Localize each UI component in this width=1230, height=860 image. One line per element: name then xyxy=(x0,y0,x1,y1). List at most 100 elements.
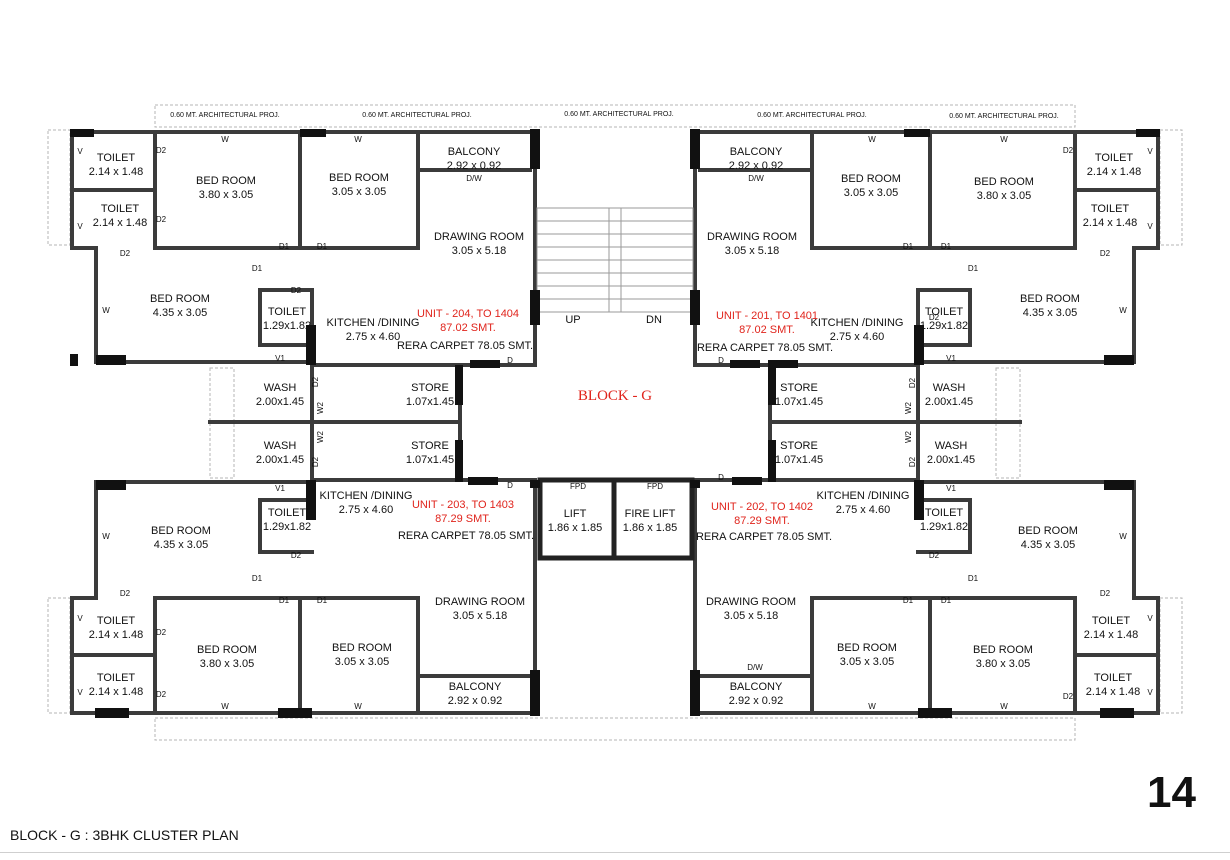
door-tag: D1 xyxy=(316,596,328,605)
unit-carpet: RERA CARPET 78.05 SMT. xyxy=(695,531,833,543)
projection-note: 0.60 MT. ARCHITECTURAL PROJ. xyxy=(362,112,472,119)
door-tag: V xyxy=(1147,222,1153,231)
staircase xyxy=(536,207,694,313)
projection-note: 0.60 MT. ARCHITECTURAL PROJ. xyxy=(949,113,1059,120)
projection-lines xyxy=(47,104,1183,741)
door-tag: W2 xyxy=(316,431,325,443)
door-tag: D2 xyxy=(290,551,302,560)
door-tag: D2 xyxy=(119,589,131,598)
door-tag: D2 xyxy=(1062,146,1074,155)
door-tag: W xyxy=(102,306,110,315)
columns xyxy=(70,129,1160,718)
unit-carpet: RERA CARPET 78.05 SMT. xyxy=(397,530,535,542)
door-tag: V xyxy=(77,688,83,697)
door-tag: D1 xyxy=(251,264,263,273)
projection-note: 0.60 MT. ARCHITECTURAL PROJ. xyxy=(564,111,674,118)
door-tag: W2 xyxy=(904,431,913,443)
projection-note: 0.60 MT. ARCHITECTURAL PROJ. xyxy=(170,112,280,119)
door-tag: D2 xyxy=(290,286,302,295)
block-name: BLOCK - G xyxy=(577,388,653,404)
fpd-tag: FPD xyxy=(570,482,586,491)
door-tag: W2 xyxy=(904,402,913,414)
door-tag: D2 xyxy=(311,456,320,468)
door-tag: V1 xyxy=(946,354,956,363)
door-tag: D xyxy=(718,356,724,365)
door-tag: W xyxy=(354,135,362,144)
stair-down-label: DN xyxy=(646,314,662,326)
door-tag: D/W xyxy=(748,174,764,183)
door-tag: D/W xyxy=(747,663,763,672)
projection-note: 0.60 MT. ARCHITECTURAL PROJ. xyxy=(757,112,867,119)
door-tag: W xyxy=(1000,702,1008,711)
door-tag: D1 xyxy=(967,264,979,273)
door-tag: D/W xyxy=(466,174,482,183)
door-tag: D2 xyxy=(1099,249,1111,258)
door-tag: D1 xyxy=(316,242,328,251)
door-tag: D1 xyxy=(278,242,290,251)
fpd-tag: FPD xyxy=(647,482,663,491)
door-tag: D xyxy=(718,473,724,482)
door-tag: D1 xyxy=(278,596,290,605)
door-tag: D1 xyxy=(902,596,914,605)
door-tag: D2 xyxy=(1062,692,1074,701)
door-tag: W xyxy=(221,135,229,144)
door-tag: W xyxy=(221,702,229,711)
door-tag: W xyxy=(102,532,110,541)
door-tag: D1 xyxy=(967,574,979,583)
door-tag: D2 xyxy=(1099,589,1111,598)
door-tag: W xyxy=(868,135,876,144)
unit-carpet: RERA CARPET 78.05 SMT. xyxy=(696,342,834,354)
page-number: 14 xyxy=(1147,768,1196,817)
door-tag: D2 xyxy=(155,628,167,637)
door-tag: V1 xyxy=(946,484,956,493)
door-tag: V1 xyxy=(275,484,285,493)
door-tag: D2 xyxy=(928,313,940,322)
door-tag: W2 xyxy=(316,402,325,414)
door-tag: V xyxy=(77,614,83,623)
door-tag: D1 xyxy=(251,574,263,583)
door-tag: V xyxy=(1147,147,1153,156)
door-tag: V xyxy=(1147,614,1153,623)
door-tag: W xyxy=(1119,306,1127,315)
door-tag: D xyxy=(507,481,513,490)
door-tag: D2 xyxy=(155,215,167,224)
door-tag: D1 xyxy=(902,242,914,251)
door-tag: D1 xyxy=(940,596,952,605)
door-tag: D2 xyxy=(908,456,917,468)
footer-divider xyxy=(0,852,1230,853)
